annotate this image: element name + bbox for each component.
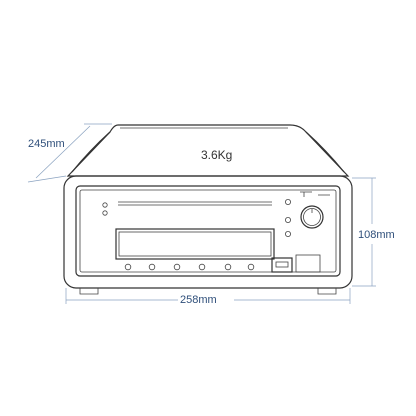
left-button — [102, 202, 108, 208]
depth-extension-line — [27, 175, 67, 183]
height-dimension-label: 108mm — [358, 229, 395, 241]
bottom-button — [148, 263, 156, 271]
foot — [79, 288, 99, 295]
display-window-inner — [118, 231, 272, 257]
foot — [317, 288, 337, 295]
left-side-edge — [71, 131, 111, 173]
front-bezel-outer — [63, 175, 353, 289]
front-panel — [75, 185, 341, 277]
usb-port — [271, 257, 293, 273]
volume-knob-inner — [303, 208, 321, 226]
brand-logo — [300, 191, 330, 197]
left-button — [102, 210, 108, 216]
right-side-edge — [305, 131, 345, 173]
usb-port-inner — [275, 261, 289, 268]
aux-panel — [295, 254, 321, 273]
depth-dimension-line — [35, 125, 91, 179]
width-dimension-label: 258mm — [180, 294, 217, 306]
top-surface — [66, 124, 350, 177]
bottom-button — [173, 263, 181, 271]
bottom-button — [224, 263, 232, 271]
volume-knob — [300, 205, 324, 229]
bottom-button — [247, 263, 255, 271]
right-button — [284, 216, 291, 223]
disc-slot — [118, 201, 272, 206]
display-window — [115, 228, 275, 260]
right-button — [284, 230, 291, 237]
bottom-button — [124, 263, 132, 271]
weight-label: 3.6Kg — [201, 148, 232, 162]
depth-dimension-label: 245mm — [28, 138, 65, 150]
front-panel-inner — [79, 189, 337, 273]
bottom-button — [198, 263, 206, 271]
right-button — [284, 198, 291, 205]
